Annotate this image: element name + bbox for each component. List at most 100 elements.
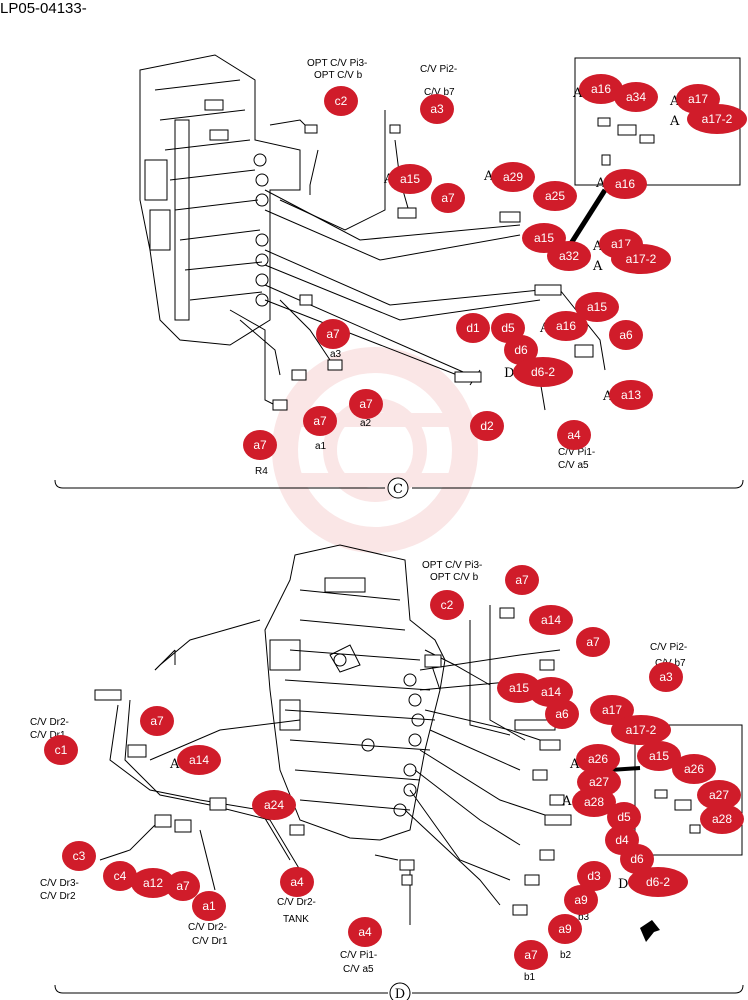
view-d-callout-label: a1: [202, 899, 216, 913]
view-c-callout-d2: d2: [470, 411, 504, 441]
view-d-callout-a1: a1: [192, 891, 226, 921]
view-c-callout-a17-2: a17-2: [611, 244, 671, 274]
view-c-callout-a7: a7: [349, 389, 383, 419]
view-c-detail-box: [567, 57, 741, 247]
view-c-label: a1: [315, 441, 327, 452]
view-d-callout-badge: [577, 861, 611, 891]
view-d-callout-badge: [131, 868, 175, 898]
view-c-callout-d6-2: d6-2: [513, 357, 573, 387]
view-c-callout-label: a7: [253, 438, 267, 452]
view-d-callout-a17-2: a17-2: [611, 715, 671, 745]
view-d-callout-label: a7: [586, 635, 600, 649]
view-c-callout-label: d1: [466, 321, 480, 335]
view-d-callout-label: a14: [541, 613, 561, 627]
view-c-callout-a7: a7: [243, 430, 277, 460]
view-d-callout-label: a7: [176, 879, 190, 893]
view-d-callout-d5: d5: [607, 802, 641, 832]
view-d-callout-badge: [548, 914, 582, 944]
view-c-callout-badge: [614, 82, 658, 112]
view-d-callout-label: a4: [358, 925, 372, 939]
view-d-callout-c3: c3: [62, 841, 96, 871]
view-d-callout-a7: a7: [166, 871, 200, 901]
view-c-callout-label: a6: [619, 328, 633, 342]
view-c-callout-badge: [491, 162, 535, 192]
view-d-callout-badge: [252, 790, 296, 820]
view-d-callout-badge: [697, 780, 741, 810]
view-c-callout-a17-2: a17-2: [687, 104, 747, 134]
view-d-callout-badge: [44, 735, 78, 765]
view-d-label: C/V Pi1-: [340, 950, 377, 961]
view-d-label: OPT C/V Pi3-: [422, 560, 482, 571]
view-c-label: C/V a5: [558, 460, 589, 471]
view-c-label: R4: [255, 466, 268, 477]
view-d-callout-a28: a28: [700, 804, 744, 834]
view-d-label: C/V Dr1: [192, 936, 228, 947]
view-d-callout-badge: [545, 699, 579, 729]
view-c-callout-label: a16: [591, 82, 611, 96]
view-c-callout-label: a15: [587, 300, 607, 314]
view-d-callout-label: a7: [515, 573, 529, 587]
view-d-callout-label: d5: [617, 810, 631, 824]
view-d-callout-badge: [177, 745, 221, 775]
view-d-label: C/V Dr3-: [40, 878, 79, 889]
view-c-callout-d6: d6: [504, 335, 538, 365]
view-c-callout-badge: [324, 86, 358, 116]
view-c-callout-label: a16: [615, 177, 635, 191]
view-c-callout-badge: [316, 319, 350, 349]
view-c-callout-badge: [575, 292, 619, 322]
view-d-callout-label: a24: [264, 798, 284, 812]
view-c-label: OPT C/V Pi3-: [307, 58, 367, 69]
view-d-callout-badge: [649, 662, 683, 692]
view-c-fittings: [272, 117, 655, 411]
view-d-callout-badge: [103, 861, 137, 891]
view-c-callout-badge: [609, 380, 653, 410]
view-d-callout-badge: [529, 605, 573, 635]
view-d-callout-label: a27: [589, 775, 609, 789]
view-c-side-mark: A: [572, 86, 583, 101]
view-c-callout-a4: a4: [557, 420, 591, 450]
view-c-callout-label: d6-2: [531, 365, 555, 379]
view-c-callout-a6: a6: [609, 320, 643, 350]
view-c-callout-label: a7: [326, 327, 340, 341]
view-d-callout-label: a4: [290, 875, 304, 889]
view-d-callout-a14: a14: [529, 605, 573, 635]
view-d-callout-label: d4: [615, 833, 629, 847]
view-d-callout-a17: a17: [590, 695, 634, 725]
view-d-label: b3: [578, 912, 590, 923]
view-d-callout-badge: [430, 590, 464, 620]
view-c-callout-label: a15: [400, 172, 420, 186]
view-d-callout-a7: a7: [505, 565, 539, 595]
view-c-callout-label: a29: [503, 170, 523, 184]
view-c-side-mark: A: [669, 94, 680, 109]
view-d-callout-label: a14: [541, 685, 561, 699]
view-c-side-mark: A: [483, 169, 494, 184]
view-d-label: OPT C/V b: [430, 572, 479, 583]
view-d-marker: D: [395, 987, 405, 1000]
view-d-callout-badge: [672, 754, 716, 784]
view-d-callout-a28: a28: [572, 787, 616, 817]
view-c-callout-badge: [579, 74, 623, 104]
view-c-callout-label: a25: [545, 189, 565, 203]
view-d-callout-a26: a26: [576, 744, 620, 774]
view-c-callout-d5: d5: [491, 313, 525, 343]
view-c-callout-a13: a13: [609, 380, 653, 410]
view-c-callout-a16: a16: [544, 311, 588, 341]
view-c-callout-badge: [388, 164, 432, 194]
view-c-side-mark: A: [592, 239, 603, 254]
view-d-callout-a7: a7: [576, 627, 610, 657]
view-d-label: C/V Dr2: [40, 891, 76, 902]
view-d-callout-a14: a14: [177, 745, 221, 775]
view-c-callout-badge: [603, 169, 647, 199]
view-d-callout-label: a27: [709, 788, 729, 802]
view-d-callout-label: a28: [584, 795, 604, 809]
view-c-callout-badge: [349, 389, 383, 419]
view-c-callout-label: a32: [559, 249, 579, 263]
view-d-callout-a9: a9: [564, 885, 598, 915]
view-d-callout-badge: [572, 787, 616, 817]
view-d-callout-badge: [607, 802, 641, 832]
view-d-callout-badge: [590, 695, 634, 725]
view-d-callout-c1: c1: [44, 735, 78, 765]
view-d-side-mark: A: [169, 757, 180, 772]
